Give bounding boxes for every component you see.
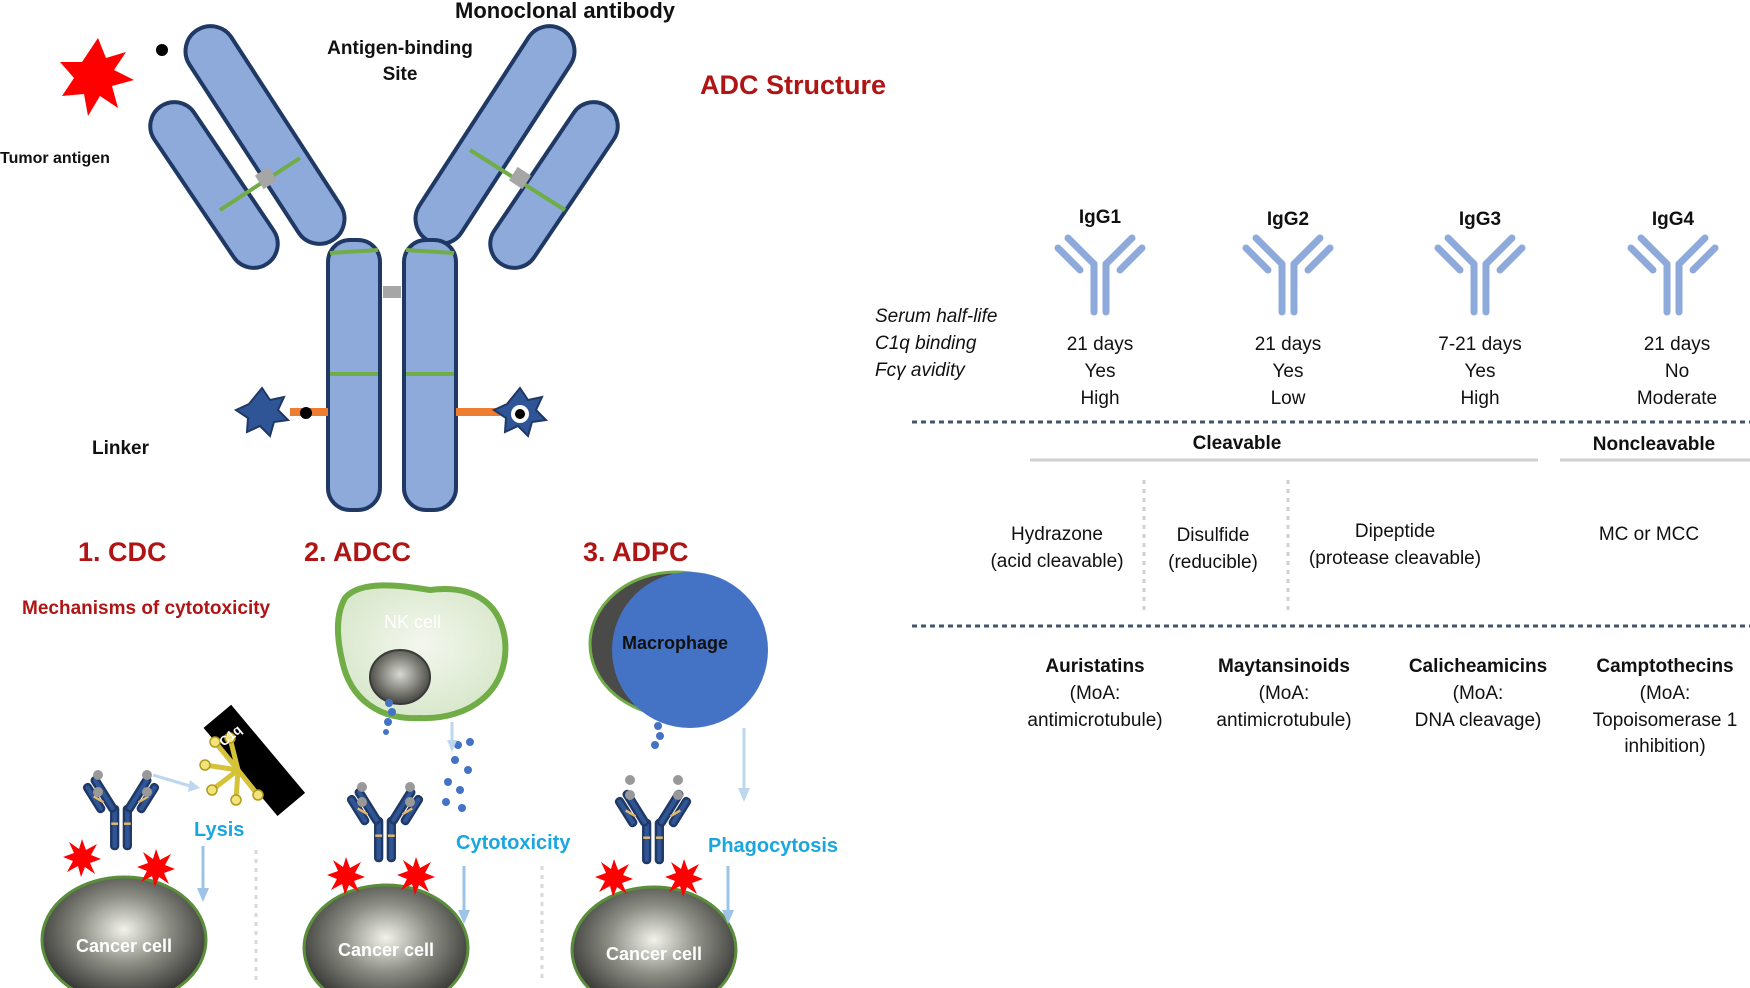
row-label-half-life: Serum half-life (875, 306, 998, 327)
cdc-panel (40, 704, 306, 988)
linker-dipeptide-detail: (protease cleavable) (1308, 548, 1482, 569)
cancer-cell-adcc (302, 883, 470, 988)
payload-drug-left (233, 386, 291, 438)
payload-camptothecins-moa2: Topoisomerase 1 (1592, 710, 1738, 731)
adcc-panel (302, 582, 544, 988)
tumor-antigen-cdc-1 (63, 839, 101, 877)
igg3-icon (1434, 234, 1526, 316)
payload-maytansinoids-moa2: antimicrotubule) (1216, 710, 1352, 731)
cancer-cell-label-adpc: Cancer cell (605, 944, 703, 964)
antibody-icon-adpc (614, 788, 692, 865)
monoclonal-antibody-diagram (148, 24, 620, 512)
nk-cell-label: NK cell (384, 612, 442, 632)
phagocytosis-label: Phagocytosis (708, 835, 839, 857)
nk-cell-body (335, 582, 509, 722)
nk-cell-nucleus (369, 649, 431, 705)
igg2-name: IgG2 (1266, 209, 1310, 230)
adc-structure-title: ADC Structure (700, 70, 887, 100)
left-light-chain (148, 100, 280, 270)
payload-auristatins-name: Auristatins (1045, 656, 1145, 677)
payload-calicheamicins-moa: (MoA: (1452, 683, 1504, 704)
noncleavable-header: Noncleavable (1592, 434, 1716, 455)
row-label-c1q: C1q binding (875, 333, 977, 354)
payload-camptothecins-name: Camptothecins (1596, 656, 1734, 677)
cdc-title: 1. CDC (78, 537, 167, 567)
antigen-binding-site-label: Antigen-binding Site (327, 38, 473, 85)
igg1-avidity: High (1080, 388, 1120, 409)
macrophage-cell (612, 572, 768, 728)
granules-adcc (383, 699, 474, 812)
igg3-half-life: 7-21 days (1438, 334, 1522, 355)
macrophage-label: Macrophage (622, 633, 729, 653)
mechanisms-subtitle: Mechanisms of cytotoxicity (22, 598, 271, 619)
tumor-antigen-label: Tumor antigen (0, 150, 110, 167)
igg4-icon (1627, 234, 1719, 316)
payload-calicheamicins-moa2: DNA cleavage) (1414, 710, 1542, 731)
cleavable-header: Cleavable (1192, 433, 1282, 454)
disulfide-bridge-hinge (383, 286, 401, 298)
igg2-half-life: 21 days (1254, 334, 1322, 355)
igg1-c1q: Yes (1084, 361, 1116, 382)
igg2-c1q: Yes (1272, 361, 1304, 382)
igg3-c1q: Yes (1464, 361, 1496, 382)
igg3-avidity: High (1460, 388, 1500, 409)
payload-camptothecins-moa3: inhibition) (1624, 736, 1706, 757)
antigen-dot (156, 44, 168, 56)
igg4-half-life: 21 days (1643, 334, 1711, 355)
cancer-cell-adpc (570, 885, 738, 988)
payload-auristatins-moa2: antimicrotubule) (1027, 710, 1163, 731)
cancer-cell-cdc (40, 875, 208, 988)
payload-icons-adpc (625, 775, 683, 800)
adpc-panel (570, 570, 768, 988)
payload-auristatins-moa: (MoA: (1069, 683, 1121, 704)
disulfide-bridge-left (254, 166, 278, 190)
row-label-avidity: Fcγ avidity (875, 360, 965, 381)
payload-calicheamicins-name: Calicheamicins (1408, 656, 1548, 677)
linker-disulfide-name: Disulfide (1176, 525, 1250, 546)
igg-icons (1054, 234, 1719, 316)
adpc-title: 3. ADPC (583, 537, 689, 567)
linker-dipeptide-name: Dipeptide (1354, 521, 1436, 542)
linker-hydrazone-detail: (acid cleavable) (990, 551, 1124, 572)
tumor-antigen-star (60, 38, 134, 116)
arrow-to-c1q (152, 773, 191, 788)
disulfide-bridge-right (508, 166, 532, 190)
payload-icons-adcc (357, 782, 415, 807)
adcc-title: 2. ADCC (304, 537, 412, 567)
payload-dot-left (300, 407, 312, 419)
igg1-half-life: 21 days (1066, 334, 1134, 355)
cytotoxicity-label: Cytotoxicity (456, 832, 571, 854)
cancer-cell-label-cdc: Cancer cell (75, 936, 173, 956)
lysis-label: Lysis (194, 819, 245, 841)
antibody-icon-cdc (82, 774, 160, 851)
cancer-cell-label-adcc: Cancer cell (337, 940, 435, 960)
igg1-name: IgG1 (1078, 207, 1122, 228)
igg2-avidity: Low (1270, 388, 1306, 409)
igg4-name: IgG4 (1651, 209, 1695, 230)
payload-camptothecins-moa: (MoA: (1639, 683, 1691, 704)
igg4-avidity: Moderate (1636, 388, 1718, 409)
granules-adpc (651, 722, 664, 749)
igg3-name: IgG3 (1458, 209, 1502, 230)
linker-label: Linker (92, 438, 150, 459)
igg4-c1q: No (1664, 361, 1690, 382)
igg2-icon (1242, 234, 1334, 316)
payload-maytansinoids-moa: (MoA: (1258, 683, 1310, 704)
left-heavy-chain-arm (183, 24, 347, 246)
monoclonal-antibody-label: Monoclonal antibody (455, 0, 675, 23)
right-light-chain (488, 100, 620, 270)
linker-mc-mcc: MC or MCC (1598, 524, 1700, 545)
payload-maytansinoids-name: Maytansinoids (1218, 656, 1350, 677)
linker-hydrazone-name: Hydrazone (1011, 524, 1103, 545)
linker-disulfide-detail: (reducible) (1168, 552, 1258, 573)
payload-dot-right (515, 409, 525, 419)
payload-icons-cdc (93, 770, 152, 797)
igg1-icon (1054, 234, 1146, 316)
